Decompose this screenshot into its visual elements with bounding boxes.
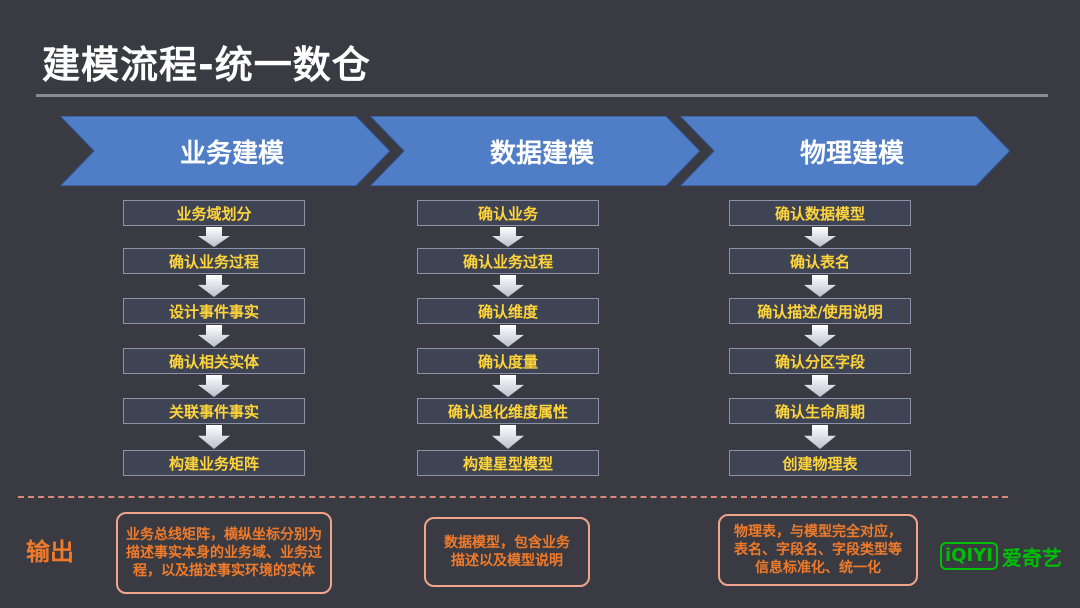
down-arrow-icon bbox=[198, 275, 230, 297]
step-box: 确认业务过程 bbox=[417, 248, 599, 274]
chevron-shape bbox=[60, 116, 390, 186]
step-box: 构建业务矩阵 bbox=[123, 450, 305, 476]
output-text: 物理表，与模型完全对应，表名、字段名、字段类型等信息标准化、统一化 bbox=[734, 524, 902, 576]
down-arrow-icon bbox=[804, 375, 836, 397]
chevron-shape bbox=[370, 116, 700, 186]
output-box-data: 数据模型，包含业务描述以及模型说明 bbox=[424, 517, 590, 587]
step-box: 确认度量 bbox=[417, 348, 599, 374]
down-arrow-icon bbox=[492, 325, 524, 347]
output-label: 输出 bbox=[26, 538, 74, 566]
phase-chevron-data-modeling: 数据建模 bbox=[370, 116, 700, 186]
step-box: 确认描述/使用说明 bbox=[729, 298, 911, 324]
down-arrow-icon bbox=[804, 425, 836, 449]
output-text: 数据模型，包含业务描述以及模型说明 bbox=[444, 535, 570, 569]
logo-mark: iQIYI bbox=[940, 542, 998, 570]
down-arrow-icon bbox=[198, 227, 230, 247]
step-box: 创建物理表 bbox=[729, 450, 911, 476]
down-arrow-icon bbox=[804, 275, 836, 297]
output-box-business: 业务总线矩阵，横纵坐标分别为描述事实本身的业务域、业务过程，以及描述事实环境的实… bbox=[116, 512, 332, 594]
phase-label: 数据建模 bbox=[489, 138, 594, 169]
step-box: 设计事件事实 bbox=[123, 298, 305, 324]
step-box: 确认业务过程 bbox=[123, 248, 305, 274]
step-box: 业务域划分 bbox=[123, 200, 305, 226]
step-box: 确认维度 bbox=[417, 298, 599, 324]
down-arrow-icon bbox=[492, 275, 524, 297]
step-box: 确认相关实体 bbox=[123, 348, 305, 374]
down-arrow-icon bbox=[198, 325, 230, 347]
down-arrow-icon bbox=[198, 375, 230, 397]
step-box: 确认分区字段 bbox=[729, 348, 911, 374]
step-box: 确认数据模型 bbox=[729, 200, 911, 226]
output-text: 业务总线矩阵，横纵坐标分别为描述事实本身的业务域、业务过程，以及描述事实环境的实… bbox=[126, 527, 322, 579]
down-arrow-icon bbox=[198, 425, 230, 449]
title-divider bbox=[36, 94, 1048, 97]
down-arrow-icon bbox=[804, 325, 836, 347]
chevron-shape bbox=[680, 116, 1010, 186]
step-box: 确认退化维度属性 bbox=[417, 398, 599, 424]
down-arrow-icon bbox=[492, 227, 524, 247]
down-arrow-icon bbox=[804, 227, 836, 247]
logo-text: 爱奇艺 bbox=[1001, 545, 1062, 570]
step-box: 确认生命周期 bbox=[729, 398, 911, 424]
phase-chevron-physical-modeling: 物理建模 bbox=[680, 116, 1010, 186]
step-box: 确认表名 bbox=[729, 248, 911, 274]
step-box: 关联事件事实 bbox=[123, 398, 305, 424]
output-divider bbox=[18, 496, 1008, 498]
page-title: 建模流程-统一数仓 bbox=[42, 43, 371, 87]
output-box-physical: 物理表，与模型完全对应，表名、字段名、字段类型等信息标准化、统一化 bbox=[718, 514, 918, 586]
step-box: 确认业务 bbox=[417, 200, 599, 226]
step-box: 构建星型模型 bbox=[417, 450, 599, 476]
phase-label: 业务建模 bbox=[179, 138, 284, 169]
down-arrow-icon bbox=[492, 425, 524, 449]
iqiyi-logo: iQIYI 爱奇艺 bbox=[940, 538, 1062, 574]
phase-label: 物理建模 bbox=[799, 138, 904, 169]
phase-chevron-business-modeling: 业务建模 bbox=[60, 116, 390, 186]
down-arrow-icon bbox=[492, 375, 524, 397]
